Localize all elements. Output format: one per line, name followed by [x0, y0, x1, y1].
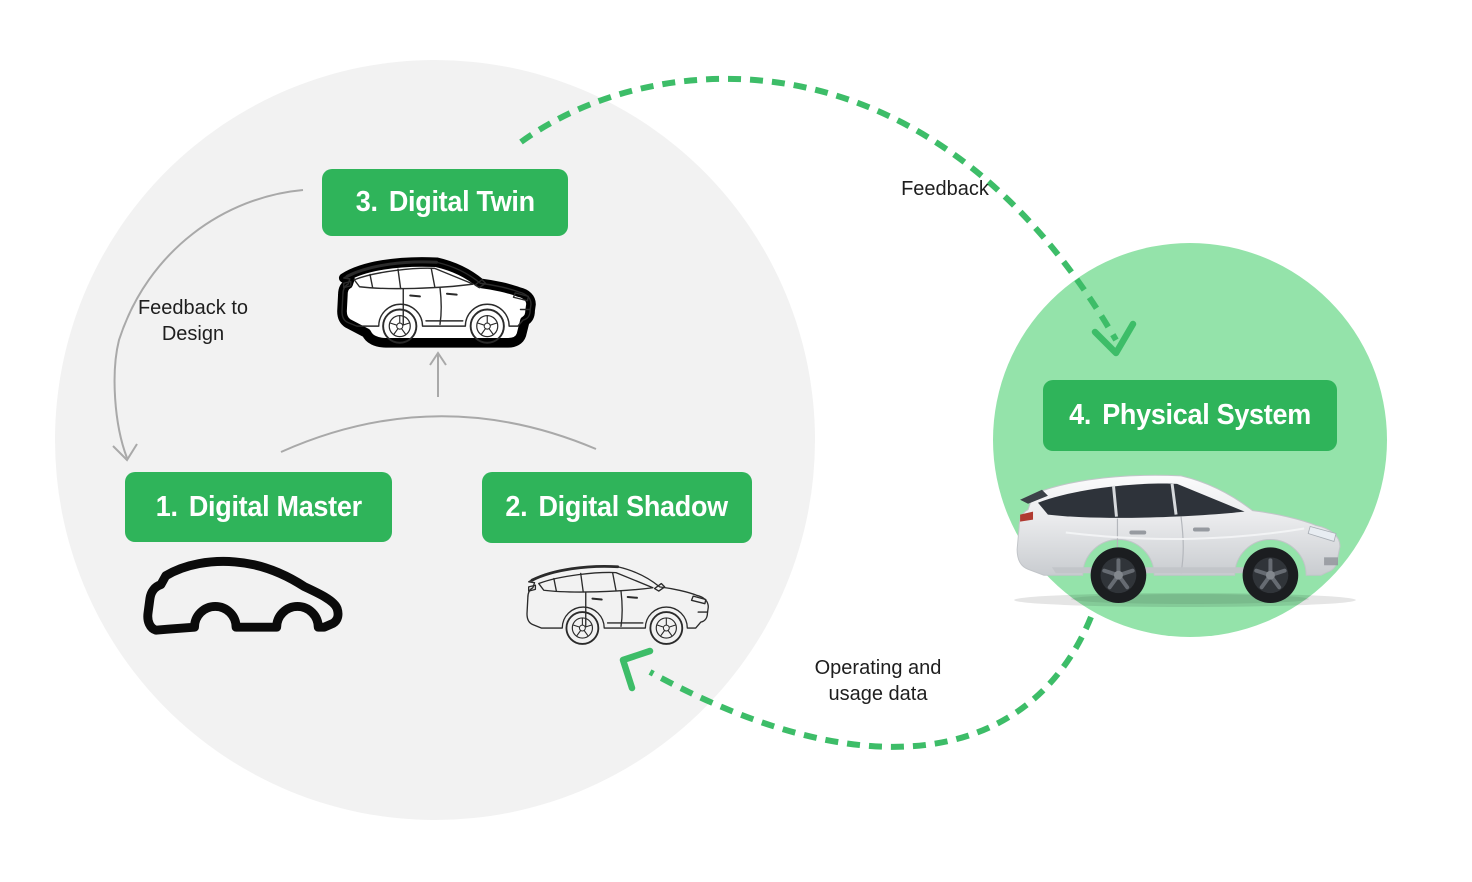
node-number: 1. — [155, 490, 178, 523]
node-name: Digital Master — [188, 490, 362, 523]
digital-twin-car-icon — [335, 250, 545, 348]
node-physical-system: 4. Physical System — [1043, 380, 1337, 451]
node-number: 3. — [355, 186, 378, 218]
operating-usage-data-label: Operating and usage data — [814, 657, 942, 706]
node-name: Digital Shadow — [538, 491, 729, 523]
node-digital-twin: 3. Digital Twin — [322, 169, 568, 236]
node-number: 2. — [505, 491, 528, 523]
node-number: 4. — [1069, 399, 1092, 431]
node-digital-shadow: 2. Digital Shadow — [482, 472, 752, 543]
physical-car-image — [1014, 474, 1356, 607]
digital-shadow-car-icon — [520, 555, 722, 649]
node-name: Digital Twin — [388, 186, 535, 218]
feedback-label: Feedback — [901, 178, 989, 200]
node-digital-master: 1. Digital Master — [125, 472, 392, 542]
feedback-to-design-label: Feedback to Design — [137, 297, 249, 346]
digital-master-sketch-car-icon — [143, 556, 343, 635]
node-name: Physical System — [1102, 399, 1311, 431]
